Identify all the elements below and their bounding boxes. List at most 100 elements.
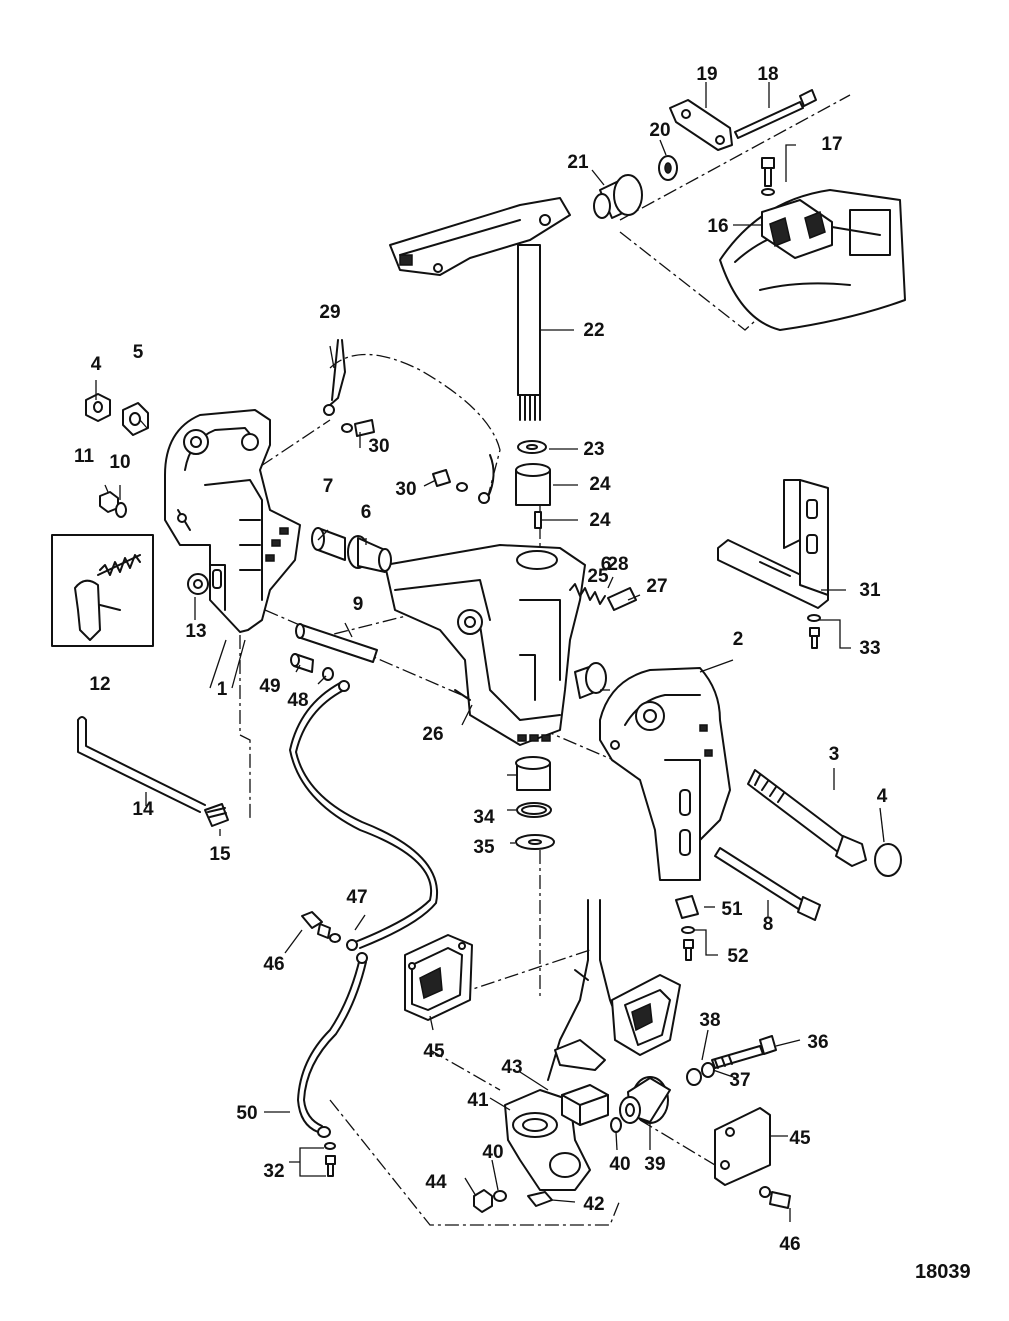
part-46-screw-right bbox=[759, 1186, 791, 1209]
callout-48: 48 bbox=[287, 690, 308, 711]
part-52-screw-washer bbox=[681, 926, 695, 961]
leader-lines bbox=[95, 82, 885, 1222]
part-51-block bbox=[675, 895, 699, 919]
callout-16: 16 bbox=[707, 216, 728, 237]
part-4-nut-upper bbox=[85, 393, 111, 422]
callout-25: 25 bbox=[587, 566, 609, 587]
callout-5: 5 bbox=[133, 342, 144, 363]
callout-4: 4 bbox=[91, 354, 102, 375]
part-24-bushing-lower bbox=[515, 756, 551, 791]
callout-30: 30 bbox=[368, 436, 389, 457]
callout-27: 27 bbox=[646, 576, 667, 597]
callout-51: 51 bbox=[721, 899, 743, 920]
callout-19: 19 bbox=[696, 64, 717, 85]
part-15-screw bbox=[204, 803, 229, 827]
part-16-lower-mount-housing bbox=[719, 189, 906, 331]
part-31-stop-plate bbox=[717, 479, 829, 609]
part-46-screw-left bbox=[301, 911, 341, 943]
drawing-number: 18039 bbox=[915, 1261, 971, 1283]
callout-52: 52 bbox=[727, 946, 748, 967]
callout-40: 40 bbox=[609, 1154, 630, 1175]
callout-31: 31 bbox=[859, 580, 881, 601]
part-4-cap-nut-lower bbox=[874, 843, 902, 877]
part-47-ground-wire bbox=[289, 680, 439, 951]
part-45-cover-plate-right bbox=[714, 1107, 771, 1186]
callout-3: 3 bbox=[829, 744, 840, 765]
part-43-pad bbox=[561, 1084, 609, 1126]
part-38-washer bbox=[686, 1068, 702, 1086]
callout-36: 36 bbox=[807, 1032, 828, 1053]
part-3-tilt-bolt bbox=[747, 769, 867, 867]
part-35-washer bbox=[515, 834, 555, 850]
part-23-washer bbox=[517, 440, 547, 454]
part-20-washer bbox=[658, 155, 678, 181]
part-44-nut bbox=[473, 1189, 493, 1213]
callout-14: 14 bbox=[132, 799, 154, 820]
callout-50: 50 bbox=[236, 1103, 257, 1124]
part-49-screw bbox=[290, 653, 314, 673]
part-45-cover-plate-left bbox=[404, 934, 473, 1021]
part-7-bushing bbox=[311, 527, 346, 561]
part-37-washer bbox=[701, 1062, 715, 1078]
callout-35: 35 bbox=[473, 837, 495, 858]
part-22-steering-arm-shaft bbox=[389, 197, 571, 421]
part-6-flanged-bushing-left bbox=[347, 535, 392, 573]
callout-41: 41 bbox=[467, 1090, 489, 1111]
part-24-bushing-upper bbox=[515, 463, 551, 506]
callout-33: 33 bbox=[859, 638, 880, 659]
callout-11: 11 bbox=[74, 446, 95, 467]
part-40-washer-right bbox=[610, 1117, 622, 1133]
callout-39: 39 bbox=[644, 1154, 665, 1175]
callout-8: 8 bbox=[763, 914, 774, 935]
part-14-tilt-rod bbox=[77, 716, 206, 813]
part-27-set-screw bbox=[607, 587, 637, 611]
callout-15: 15 bbox=[209, 844, 231, 865]
callout-29: 29 bbox=[319, 302, 340, 323]
part-5-nut bbox=[122, 402, 149, 436]
callout-13: 13 bbox=[185, 621, 206, 642]
callout-22: 22 bbox=[583, 320, 604, 341]
part-8-bolt bbox=[714, 847, 821, 921]
part-42-tab-washer bbox=[527, 1191, 553, 1207]
callout-24: 24 bbox=[589, 474, 611, 495]
part-34-o-ring bbox=[516, 802, 552, 818]
callout-4: 4 bbox=[877, 786, 888, 807]
callout-2: 2 bbox=[733, 629, 744, 650]
callout-20: 20 bbox=[649, 120, 670, 141]
callout-49: 49 bbox=[259, 676, 280, 697]
callout-21: 21 bbox=[567, 152, 589, 173]
part-26-swivel-bracket bbox=[384, 544, 586, 746]
callout-42: 42 bbox=[583, 1194, 604, 1215]
callout-23: 23 bbox=[583, 439, 604, 460]
callout-37: 37 bbox=[729, 1070, 750, 1091]
assembly-phantom-lines bbox=[239, 94, 851, 1226]
part-1-clamp-bracket-left bbox=[164, 409, 301, 633]
callout-46: 46 bbox=[263, 954, 284, 975]
part-28-spring bbox=[569, 583, 606, 605]
callout-6: 6 bbox=[601, 554, 612, 575]
part-36-bolt bbox=[711, 1035, 777, 1069]
part-29-ground-strap bbox=[323, 339, 495, 504]
callout-9: 9 bbox=[353, 594, 364, 615]
part-19-clamp-plate bbox=[669, 99, 733, 151]
callout-24: 24 bbox=[589, 510, 611, 531]
callout-38: 38 bbox=[699, 1010, 720, 1031]
callout-32: 32 bbox=[263, 1161, 284, 1182]
callout-43: 43 bbox=[501, 1057, 522, 1078]
callout-18: 18 bbox=[757, 64, 778, 85]
part-25-key bbox=[534, 511, 542, 529]
part-17-screw bbox=[761, 157, 775, 196]
part-9-tilt-tube bbox=[295, 623, 378, 663]
part-21-rubber-mount bbox=[593, 174, 643, 219]
part-39-rubber-mount bbox=[619, 1076, 671, 1124]
part-13-pivot bbox=[187, 573, 209, 595]
part-32-screw-washer bbox=[324, 1142, 336, 1177]
callout-12: 12 bbox=[89, 674, 110, 695]
callout-6: 6 bbox=[361, 502, 372, 523]
part-10-washer bbox=[115, 502, 127, 518]
part-12-tilt-lock-detail bbox=[51, 534, 154, 647]
part-2-clamp-bracket-right bbox=[599, 667, 731, 881]
part-50-ground-wire bbox=[297, 952, 368, 1138]
callout-34: 34 bbox=[473, 807, 495, 828]
